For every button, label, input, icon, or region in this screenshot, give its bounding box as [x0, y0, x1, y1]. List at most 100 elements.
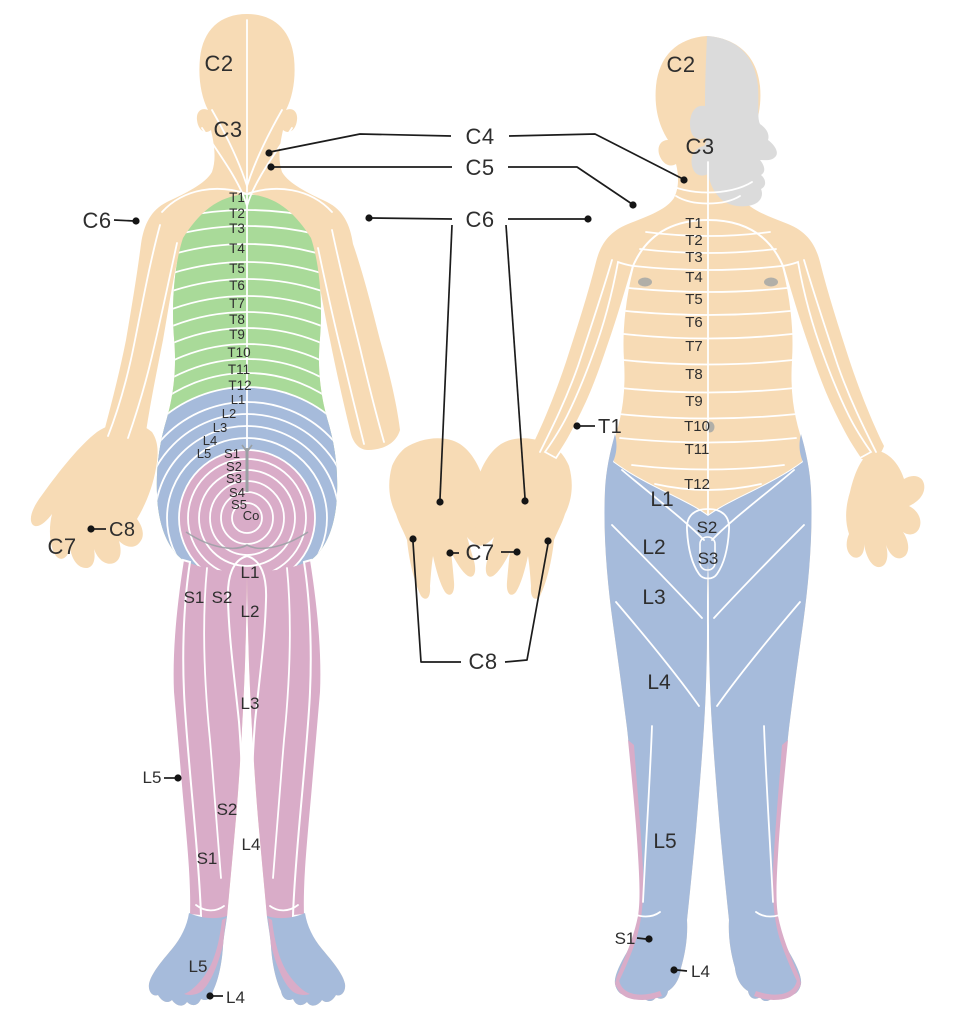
leg-diagonal-line — [716, 601, 801, 707]
c7-left-dot — [446, 549, 454, 557]
posterior-figure — [30, 14, 489, 1006]
c6-wrist-left-line — [439, 224, 453, 500]
shoulder-line — [161, 188, 248, 213]
leg-diagonal-line — [713, 524, 805, 619]
c4-right-line — [508, 133, 684, 180]
l4-foot-pointer-dot — [206, 992, 214, 1000]
ankle-line — [755, 911, 787, 918]
t-band-line — [625, 310, 791, 316]
label-posterior-t2: T2 — [229, 206, 245, 221]
label-posterior-t11: T11 — [228, 362, 250, 377]
s1-foot-pointer-dot — [645, 935, 653, 943]
anterior-right-leg-pink-strip — [772, 740, 801, 987]
arm-line — [539, 259, 613, 453]
label-posterior-l3: L3 — [213, 420, 227, 435]
label-posterior-t7: T7 — [229, 296, 245, 311]
leg-diagonal-line — [711, 469, 795, 541]
label-posterior-c7: C7 — [47, 534, 76, 559]
anterior-left-foot-pink-edge — [615, 980, 662, 1000]
t-band-line — [628, 287, 788, 293]
label-anterior-foot-s1: S1 — [615, 929, 636, 948]
label-callout-c8: C8 — [468, 649, 497, 674]
c6-left-pointer-line — [113, 219, 135, 222]
posterior-labels: C2 C3 C6 C7 C8 T1 T2 T3 T4 T5 T6 T7 T8 T… — [47, 51, 260, 1007]
label-posterior-c3: C3 — [213, 117, 242, 142]
label-anterior-l4: L4 — [647, 671, 671, 694]
c5-right-dot — [629, 201, 637, 209]
anterior-left-hand — [472, 438, 572, 599]
buttock-crease-line — [185, 531, 309, 550]
posterior-trunk-dermatomes — [156, 194, 338, 573]
label-posterior-t1: T1 — [229, 190, 245, 205]
shin-line — [642, 725, 653, 903]
label-posterior-l2: L2 — [222, 406, 236, 421]
label-posterior-t8: T8 — [229, 312, 245, 327]
clavicle-line — [663, 181, 753, 194]
gluteal-details — [185, 444, 309, 550]
label-anterior-t11: T11 — [685, 441, 710, 458]
label-anterior-foot-l4: L4 — [691, 962, 710, 981]
gluteal-cleft-ticks — [241, 444, 253, 453]
label-posterior-t10: T10 — [227, 345, 250, 360]
c7-right-dot — [513, 548, 521, 556]
label-callout-t1: T1 — [598, 416, 622, 438]
arm-line — [317, 247, 365, 445]
t-band-line — [618, 413, 798, 420]
callout-pointers — [87, 133, 688, 1000]
label-posterior-t4: T4 — [229, 241, 245, 256]
label-anterior-t9: T9 — [685, 393, 703, 410]
ankle-line — [269, 904, 299, 912]
label-anterior-t6: T6 — [685, 314, 703, 331]
leg-diagonal-line — [611, 524, 703, 619]
genital-inner-outline — [699, 536, 716, 571]
label-anterior-l1: L1 — [650, 488, 673, 511]
leg-diagonal-line — [615, 601, 700, 707]
label-posterior-c8: C8 — [109, 519, 135, 541]
posterior-right-leg-blue-strip — [291, 558, 323, 918]
t-band-line — [645, 231, 771, 237]
label-genital-s3: S3 — [698, 549, 719, 568]
l4-ant-foot-pointer-line — [676, 969, 688, 972]
neck-line — [246, 127, 293, 207]
c6-mid-left-line — [370, 217, 453, 220]
label-thigh-s2: S2 — [212, 588, 233, 607]
t-band-line — [631, 464, 785, 471]
label-posterior-t9: T9 — [229, 327, 245, 342]
label-leg-l4: L4 — [242, 835, 261, 854]
l4-ant-foot-pointer-dot — [670, 966, 678, 974]
s1-foot-pointer-line — [636, 937, 647, 940]
t-band-line — [620, 387, 796, 394]
label-anterior-l2: L2 — [642, 536, 665, 559]
label-callout-c7: C7 — [465, 540, 494, 565]
nipple-right — [764, 277, 778, 287]
label-posterior-s3: S3 — [226, 471, 242, 486]
neck-line — [211, 109, 248, 187]
leg-seam-line — [203, 567, 222, 879]
anterior-right-hand — [846, 450, 925, 568]
face-gray-region — [690, 36, 777, 207]
label-posterior-s1: S1 — [224, 446, 240, 461]
arm-line — [331, 229, 385, 443]
anterior-left-arm-green-strip — [543, 260, 635, 460]
label-callout-c6: C6 — [465, 207, 494, 232]
c5-right-line — [508, 166, 633, 205]
label-posterior-s4: S4 — [229, 485, 245, 500]
anterior-left-leg-pink-strip — [615, 740, 644, 987]
c4-right-dot — [680, 176, 688, 184]
arm-line — [107, 224, 161, 437]
c6-wrist-left-dot — [436, 498, 444, 506]
c6-mid-right-dot — [584, 215, 592, 223]
c8-mid-left-dot — [409, 535, 417, 543]
anterior-right-arm-green-strip — [781, 260, 873, 460]
c6-mid-left-dot — [365, 214, 373, 222]
neck-line — [246, 109, 283, 187]
shin-line — [763, 725, 774, 903]
label-anterior-c2: C2 — [666, 52, 695, 77]
label-anterior-t10: T10 — [684, 418, 710, 435]
label-anterior-t12: T12 — [684, 476, 710, 493]
c6-wrist-right-line — [505, 224, 526, 499]
anterior-figure — [472, 36, 925, 1002]
center-callout-labels: C4 C5 C6 C7 C8 T1 — [465, 124, 622, 674]
label-anterior-l3: L3 — [642, 586, 665, 609]
